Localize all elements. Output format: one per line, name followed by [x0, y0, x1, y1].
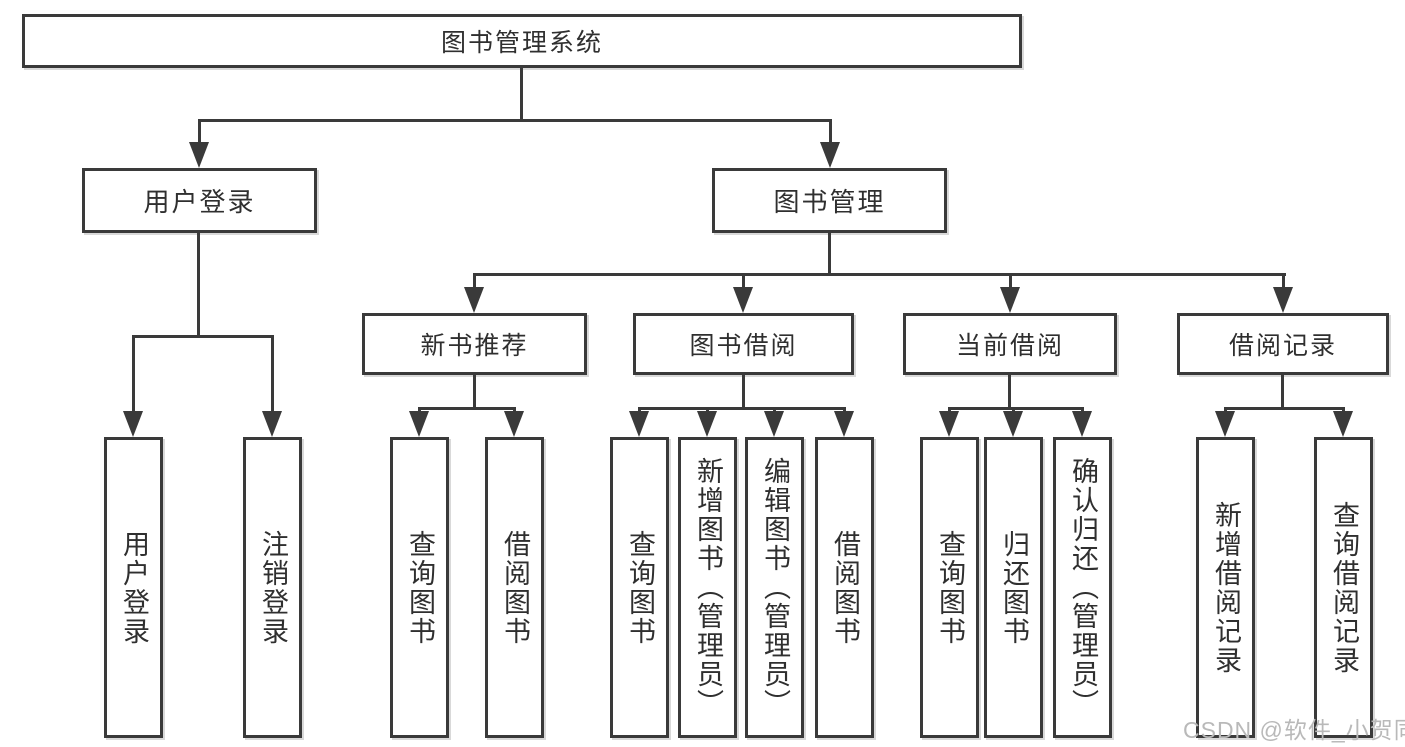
connector-line [1224, 407, 1345, 410]
connector-line [1008, 375, 1011, 409]
leaf-add-borrow-record: 新增借阅记录 [1196, 437, 1255, 738]
node-label: 图书管理 [773, 187, 886, 217]
arrow-shaft [1282, 273, 1285, 293]
arrow-shaft [198, 119, 201, 148]
arrowhead-down-icon [1072, 411, 1092, 437]
node-current-borrowing: 当前借阅 [903, 313, 1117, 375]
arrow-shaft [473, 273, 476, 293]
arrowhead-down-icon [764, 411, 784, 437]
arrowhead-down-icon [939, 411, 959, 437]
arrow-shaft [271, 335, 274, 417]
connector-line [132, 335, 274, 338]
arrowhead-down-icon [262, 411, 282, 437]
arrowhead-down-icon [1333, 411, 1353, 437]
leaf-user-login: 用户登录 [104, 437, 163, 738]
connector-line [520, 68, 523, 121]
connector-line [742, 375, 745, 409]
node-label: 借阅图书 [500, 529, 530, 646]
arrowhead-down-icon [189, 142, 209, 168]
leaf-recommend-borrow-books: 借阅图书 [485, 437, 544, 738]
node-label: 当前借阅 [955, 332, 1064, 360]
node-borrowing-records: 借阅记录 [1177, 313, 1389, 375]
connector-line [1281, 375, 1284, 409]
node-book-borrowing: 图书借阅 [633, 313, 854, 375]
leaf-logout: 注销登录 [243, 437, 302, 738]
arrowhead-down-icon [820, 142, 840, 168]
leaf-add-book-admin: 新增图书（管理员） [678, 437, 737, 738]
node-label: 新书推荐 [420, 332, 529, 360]
connector-line [638, 407, 846, 410]
node-label: 用户登录 [143, 187, 256, 217]
node-label: 注销登录 [258, 529, 288, 646]
leaf-query-borrow-record: 查询借阅记录 [1314, 437, 1373, 738]
arrowhead-down-icon [629, 411, 649, 437]
node-label: 查询图书 [935, 529, 965, 646]
connector-line [198, 119, 832, 122]
arrowhead-down-icon [464, 287, 484, 313]
arrowhead-down-icon [1003, 411, 1023, 437]
connector-line [197, 233, 200, 337]
node-new-book-recommendation: 新书推荐 [362, 313, 587, 375]
arrow-shaft [829, 119, 832, 148]
node-label: 新增借阅记录 [1211, 500, 1241, 675]
node-label: 图书管理系统 [440, 29, 603, 57]
node-label: 确认归还（管理员） [1068, 457, 1098, 718]
node-user-login: 用户登录 [82, 168, 317, 233]
node-label: 新增图书（管理员） [693, 457, 723, 718]
node-label: 查询图书 [405, 529, 435, 646]
watermark: CSDN @软件_小贺同学 [1183, 717, 1405, 743]
node-label: 查询借阅记录 [1329, 500, 1359, 675]
node-label: 图书借阅 [689, 332, 798, 360]
arrowhead-down-icon [504, 411, 524, 437]
connector-line [948, 407, 1084, 410]
arrow-shaft [742, 273, 745, 293]
arrowhead-down-icon [1215, 411, 1235, 437]
connector-line [828, 233, 831, 275]
leaf-current-query-books: 查询图书 [920, 437, 979, 738]
connector-line [473, 273, 1286, 276]
arrowhead-down-icon [123, 411, 143, 437]
node-label: 借阅记录 [1228, 332, 1337, 360]
node-label: 归还图书 [999, 529, 1029, 646]
arrowhead-down-icon [1273, 287, 1293, 313]
leaf-return-books: 归还图书 [984, 437, 1043, 738]
node-label: 借阅图书 [830, 529, 860, 646]
leaf-borrowing-borrow-books: 借阅图书 [815, 437, 874, 738]
connector-line [473, 375, 476, 409]
arrowhead-down-icon [697, 411, 717, 437]
leaf-recommend-query-books: 查询图书 [390, 437, 449, 738]
connector-line [418, 407, 516, 410]
leaf-borrowing-query-books: 查询图书 [610, 437, 669, 738]
node-library-management-system: 图书管理系统 [22, 14, 1022, 68]
arrow-shaft [1009, 273, 1012, 293]
arrowhead-down-icon [834, 411, 854, 437]
node-label: 用户登录 [119, 529, 149, 646]
leaf-edit-book-admin: 编辑图书（管理员） [745, 437, 804, 738]
arrowhead-down-icon [1000, 287, 1020, 313]
node-label: 编辑图书（管理员） [760, 457, 790, 718]
arrowhead-down-icon [409, 411, 429, 437]
node-book-management: 图书管理 [712, 168, 947, 233]
arrowhead-down-icon [733, 287, 753, 313]
leaf-confirm-return-admin: 确认归还（管理员） [1053, 437, 1112, 738]
arrow-shaft [132, 335, 135, 417]
node-label: 查询图书 [625, 529, 655, 646]
